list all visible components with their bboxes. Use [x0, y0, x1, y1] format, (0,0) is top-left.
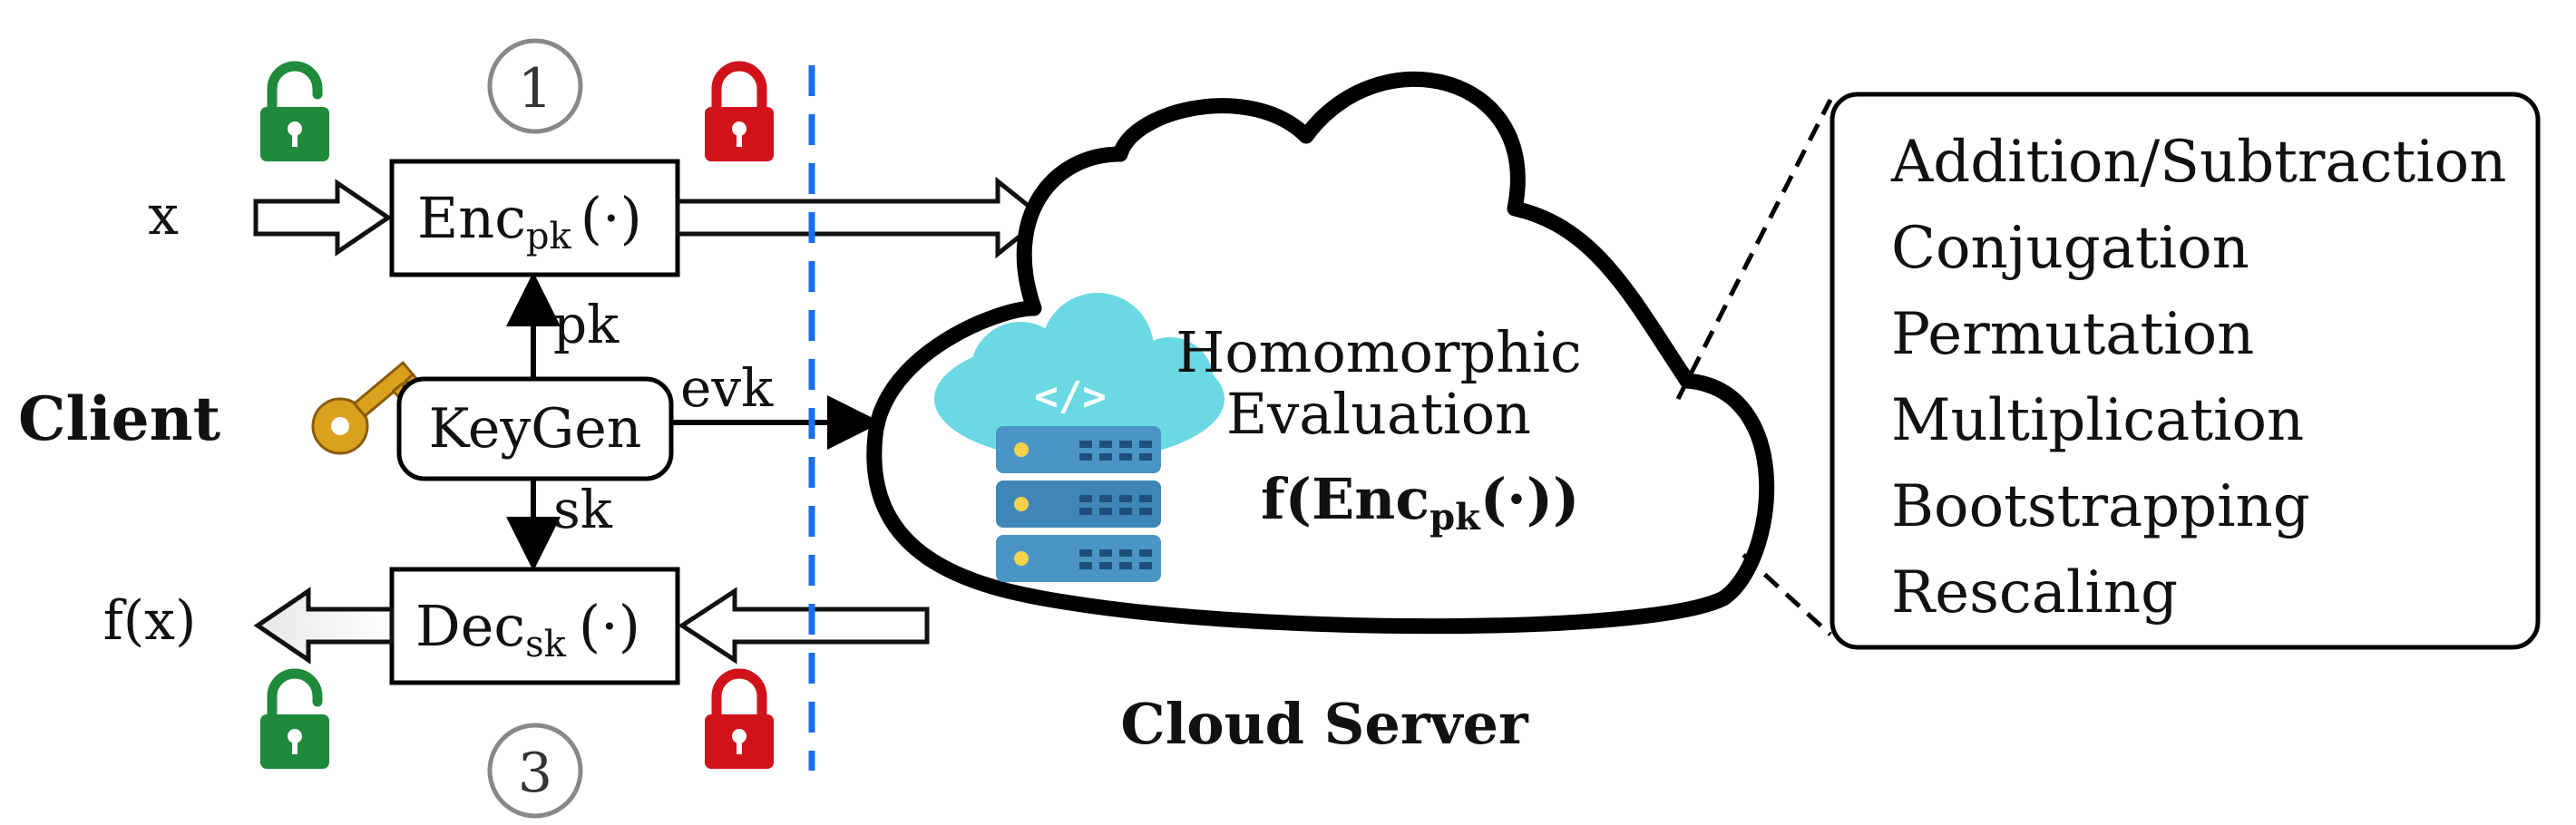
- evk-label: evk: [680, 357, 774, 419]
- cloud-title-line2: Evaluation: [1226, 381, 1531, 447]
- operation-item: Permutation: [1891, 301, 2254, 368]
- cloud-title-line1: Homomorphic: [1176, 319, 1581, 385]
- keygen-label: KeyGen: [429, 397, 642, 461]
- sk-label: sk: [553, 479, 613, 540]
- output-fx-label: f(x): [103, 589, 197, 653]
- cloud-server-label: Cloud Server: [1120, 691, 1529, 757]
- operation-item: Bootstrapping: [1891, 473, 2310, 540]
- operation-item: Addition/Subtraction: [1890, 129, 2506, 196]
- server-icon: </>: [934, 293, 1225, 582]
- svg-text:</>: </>: [1034, 374, 1106, 420]
- step-3-label: 3: [518, 742, 552, 805]
- unlock-icon: [260, 61, 329, 161]
- client-label: Client: [18, 383, 221, 454]
- result-arrow: [678, 587, 930, 665]
- step-3-circle: 3: [487, 723, 583, 819]
- input-x-label: x: [148, 184, 179, 248]
- ciphertext-arrow: [675, 176, 1048, 259]
- lock-icon: [705, 61, 774, 161]
- operations-box: [1830, 92, 2541, 650]
- unlock-icon: [260, 668, 329, 769]
- input-arrow: [253, 179, 393, 257]
- pk-label: pk: [553, 294, 620, 355]
- enc-label: Encpk(·): [417, 185, 642, 257]
- dec-label: Decsk(·): [415, 593, 640, 665]
- step-1-circle: 1: [487, 38, 583, 134]
- callout-line-top: [1675, 98, 1833, 401]
- operation-item: Conjugation: [1891, 215, 2249, 282]
- operations-list: Addition/Subtraction Conjugation Permuta…: [1890, 129, 2506, 626]
- operation-item: Rescaling: [1891, 559, 2178, 626]
- step-1-label: 1: [518, 57, 552, 121]
- operation-item: Multiplication: [1891, 387, 2304, 454]
- cloud-function-label: f(Encpk(·)): [1261, 466, 1579, 539]
- output-arrow: [253, 587, 395, 665]
- lock-icon: [705, 668, 774, 769]
- callout-line-bottom: [1742, 553, 1832, 636]
